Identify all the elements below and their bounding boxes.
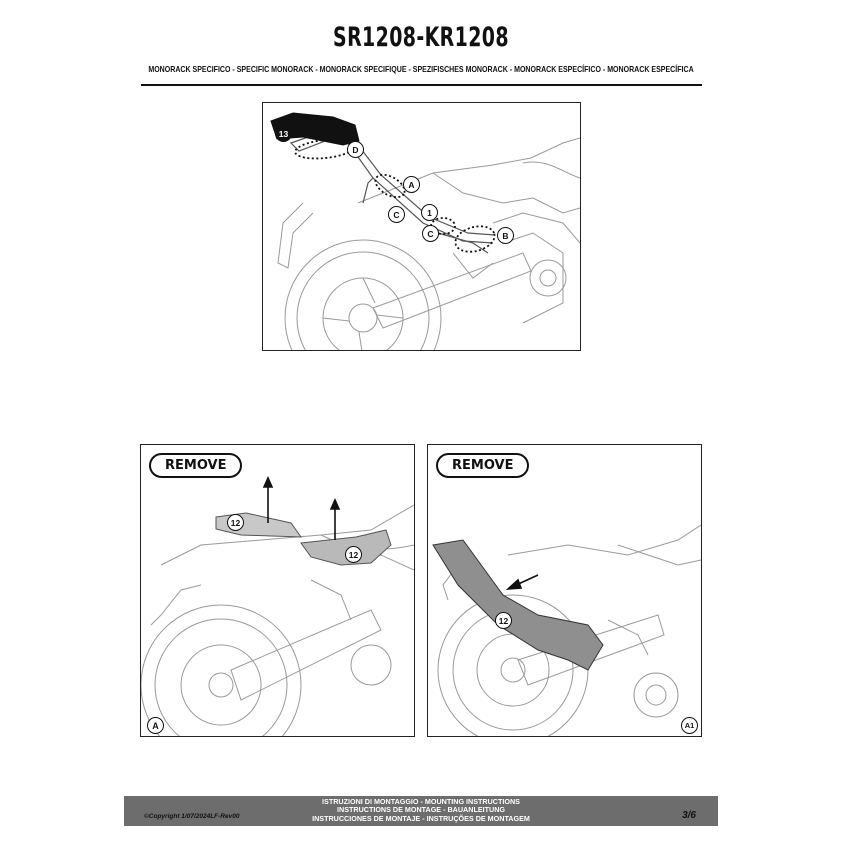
footer-line-3: INSTRUCCIONES DE MONTAJE - INSTRUÇÕES DE… bbox=[312, 813, 530, 823]
motorcycle-tail-remove-illustration bbox=[432, 524, 701, 736]
callout-b: B bbox=[497, 227, 514, 244]
document-subtitle: MONORACK SPECIFICO - SPECIFIC MONORACK -… bbox=[148, 65, 694, 74]
callout-d: D bbox=[347, 141, 364, 158]
callout-13: 13 bbox=[275, 125, 292, 142]
footer-line-1: ISTRUZIONI DI MONTAGGIO - MOUNTING INSTR… bbox=[322, 797, 520, 806]
part-label-12-tail: 12 bbox=[495, 612, 512, 629]
footer-bar: ISTRUZIONI DI MONTAGGIO - MOUNTING INSTR… bbox=[124, 796, 718, 826]
footer-instructions: ISTRUZIONI DI MONTAGGIO - MOUNTING INSTR… bbox=[124, 797, 718, 823]
footer-line-2: INSTRUCTIONS DE MONTAGE - BAUANLEITUNG bbox=[337, 805, 505, 815]
remove-label-a1: REMOVE bbox=[436, 453, 530, 478]
panel-corner-label-a1: A1 bbox=[681, 717, 698, 734]
remove-panel-a: REMOVE 12 12 A bbox=[140, 444, 415, 737]
callout-a: A bbox=[403, 176, 420, 193]
remove-panel-a1: REMOVE 12 A1 bbox=[427, 444, 702, 737]
header-divider bbox=[141, 84, 702, 86]
tail-fairing-part bbox=[432, 539, 604, 671]
part-label-12-rear-seat: 12 bbox=[227, 514, 244, 531]
callout-1: 1 bbox=[421, 204, 438, 221]
document-title: SR1208-KR1208 bbox=[333, 22, 509, 53]
top-figure-panel: 13 D A C 1 C B bbox=[262, 102, 581, 351]
motorcycle-seat-remove-illustration bbox=[141, 476, 414, 736]
motorcycle-rear-illustration bbox=[270, 112, 580, 350]
footer-copyright: ©Copyright 1/07/2024LF-Rev00 bbox=[144, 813, 240, 820]
panel-corner-label-a: A bbox=[147, 717, 164, 734]
part-label-12-front-seat: 12 bbox=[345, 546, 362, 563]
page-number: 3/6 bbox=[682, 810, 696, 821]
callout-c-upper: C bbox=[388, 206, 405, 223]
remove-label-a: REMOVE bbox=[149, 453, 243, 478]
callout-c-lower: C bbox=[422, 225, 439, 242]
